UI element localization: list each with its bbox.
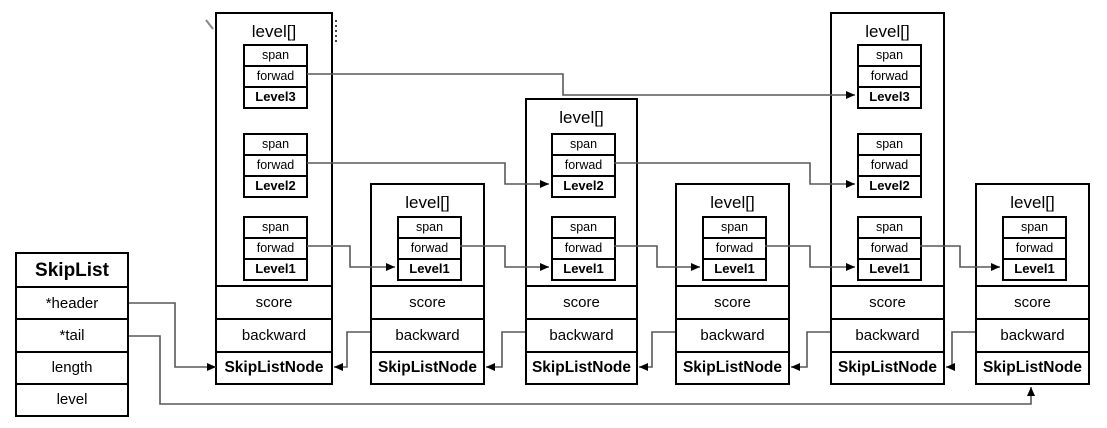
node-name-row: SkipListNode: [677, 351, 788, 383]
field-level: level: [17, 382, 127, 415]
level-label: Level2: [553, 175, 614, 196]
score-row: score: [372, 285, 483, 318]
forward-cell: forwad: [553, 154, 614, 175]
span-cell: span: [261, 220, 290, 234]
forward-cell: forwad: [245, 154, 306, 175]
arrow-header-to-node1: [129, 302, 216, 371]
level1-box: span forwad Level1: [551, 216, 616, 281]
score-row: score: [217, 285, 331, 318]
span-cell: span: [415, 220, 444, 234]
span-cell: span: [569, 137, 598, 151]
backward-row: backward: [372, 318, 483, 351]
forward-cell: forwad: [245, 237, 306, 258]
level-label: Level1: [553, 258, 614, 279]
node-title: level[]: [559, 108, 604, 127]
arrow-backward-node2-to-node1: [334, 331, 370, 371]
forward-cell: forwad: [553, 237, 614, 258]
forward-cell: forwad: [859, 237, 920, 258]
backward-row: backward: [217, 318, 331, 351]
skiplist-title: SkipList: [17, 254, 127, 288]
skiplist-struct-box: SkipList *header *tail length level: [15, 252, 129, 417]
arrow-forward-node1-level3-to-node5: [307, 73, 855, 99]
node-title: level[]: [1010, 193, 1055, 212]
level3-box: span forwad Level3: [243, 44, 308, 109]
forward-cell: forwad: [1004, 237, 1065, 258]
score-row: score: [977, 285, 1088, 318]
level-label: Level3: [245, 86, 306, 107]
level1-box: span forwad Level1: [857, 216, 922, 281]
backward-row: backward: [527, 318, 636, 351]
level1-box: span forwad Level1: [1002, 216, 1067, 281]
forward-cell: forwad: [859, 154, 920, 175]
node-name-row: SkipListNode: [527, 351, 636, 383]
level-label: Level2: [245, 175, 306, 196]
span-cell: span: [875, 137, 904, 151]
node-title: level[]: [251, 22, 297, 41]
level-label: Level1: [704, 258, 765, 279]
forward-cell: forwad: [245, 65, 306, 86]
skiplist-node-2: level[] span forwad Level1 score backwar…: [370, 183, 485, 385]
field-tail: *tail: [17, 318, 127, 350]
level-label: Level1: [245, 258, 306, 279]
span-cell: span: [1020, 220, 1049, 234]
level1-box: span forwad Level1: [243, 216, 308, 281]
skiplist-node-6: level[] span forwad Level1 score backwar…: [975, 183, 1090, 385]
span-cell: span: [569, 220, 598, 234]
backward-row: backward: [977, 318, 1088, 351]
skiplist-node-5: level[] span forwad Level3 span forwad L…: [830, 12, 945, 385]
skiplist-node-3: level[] span forwad Level2 span forwad L…: [525, 98, 638, 385]
level3-box: span forwad Level3: [857, 44, 922, 109]
span-cell: span: [261, 137, 290, 151]
level-label: Level1: [399, 258, 460, 279]
node-title: level[]: [865, 22, 910, 41]
level2-box: span forwad Level2: [243, 133, 308, 198]
node-name-row: SkipListNode: [217, 351, 331, 383]
node-name-row: SkipListNode: [372, 351, 483, 383]
arrow-forward-node1-level2-to-node3: [307, 162, 549, 188]
skiplist-node-1: level[] span forwad Level3 span forwad L…: [215, 12, 333, 385]
level-label: Level1: [859, 258, 920, 279]
level2-box: span forwad Level2: [551, 133, 616, 198]
span-cell: span: [875, 48, 904, 62]
node-name-row: SkipListNode: [832, 351, 943, 383]
forward-cell: forwad: [704, 237, 765, 258]
stray-mark-diagonal: [205, 19, 214, 30]
score-row: score: [677, 285, 788, 318]
field-header: *header: [45, 294, 99, 312]
level-label: Level3: [859, 86, 920, 107]
span-cell: span: [720, 220, 749, 234]
arrow-backward-node6-to-node5: [946, 331, 975, 371]
node-name-row: SkipListNode: [977, 351, 1088, 383]
backward-row: backward: [832, 318, 943, 351]
level1-box: span forwad Level1: [397, 216, 462, 281]
level2-box: span forwad Level2: [857, 133, 922, 198]
level-label: Level1: [1004, 258, 1065, 279]
field-length: length: [17, 350, 127, 383]
node-title: level[]: [405, 193, 450, 212]
arrow-backward-node4-to-node3: [639, 331, 675, 371]
span-cell: span: [875, 220, 904, 234]
backward-row: backward: [677, 318, 788, 351]
arrow-backward-node5-to-node4: [791, 331, 830, 371]
skiplist-node-4: level[] span forwad Level1 score backwar…: [675, 183, 790, 385]
arrow-backward-node3-to-node2: [486, 331, 525, 371]
span-cell: span: [261, 48, 290, 62]
score-row: score: [527, 285, 636, 318]
node-title: level[]: [710, 193, 755, 212]
level1-box: span forwad Level1: [702, 216, 767, 281]
forward-cell: forwad: [859, 65, 920, 86]
forward-cell: forwad: [399, 237, 460, 258]
level-label: Level2: [859, 175, 920, 196]
score-row: score: [832, 285, 943, 318]
arrow-forward-node3-level2-to-node5: [614, 162, 855, 188]
